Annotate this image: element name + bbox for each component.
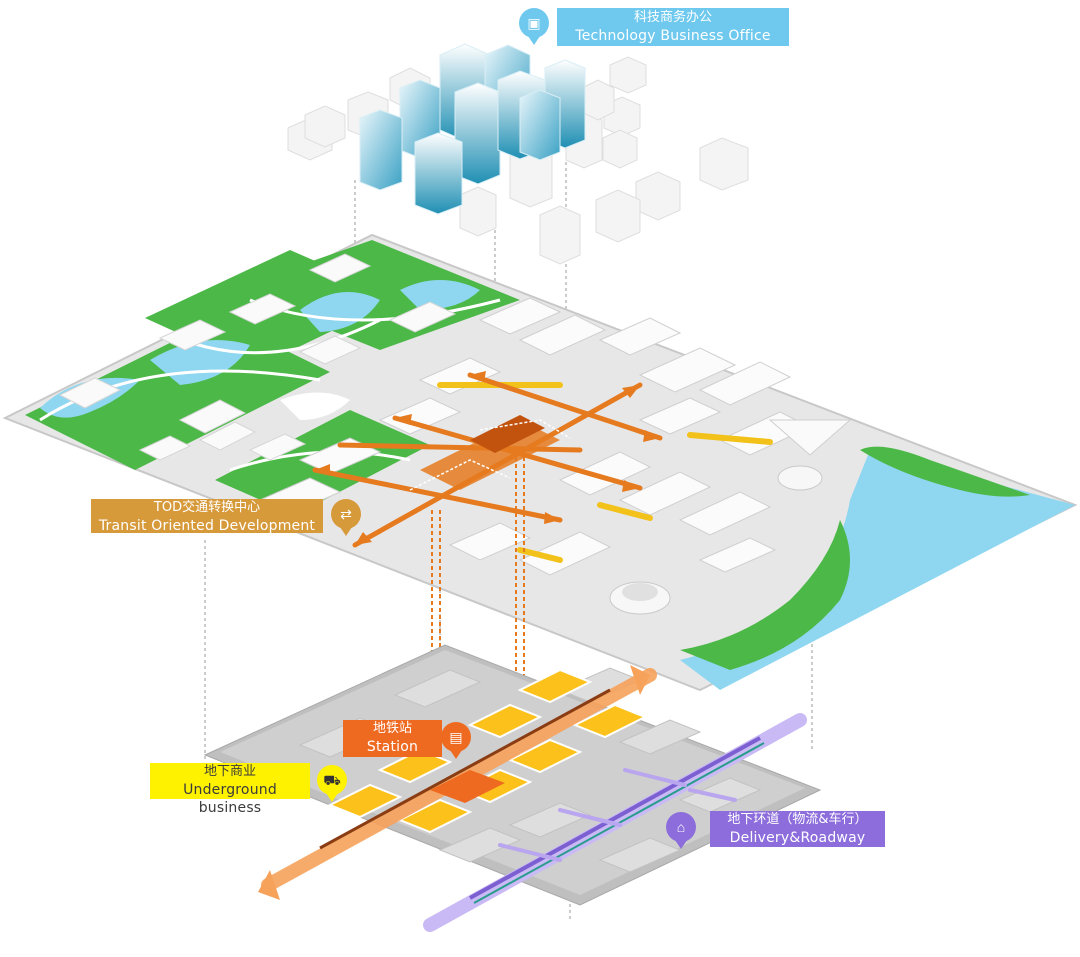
station-label-en: Station bbox=[343, 738, 442, 756]
transfer-icon: ⇄ bbox=[331, 499, 361, 529]
metro-train-icon: ▤ bbox=[441, 722, 471, 752]
office-towers bbox=[288, 44, 748, 264]
tunnel-car-icon: ⌂ bbox=[666, 812, 696, 842]
station-label-cn: 地铁站 bbox=[343, 720, 442, 738]
briefcase-icon: ▣ bbox=[519, 8, 549, 38]
tod-label: TOD交通转换中心 Transit Oriented Development bbox=[91, 499, 323, 533]
station-label: 地铁站 Station bbox=[343, 720, 442, 757]
office-label-en: Technology Business Office bbox=[557, 27, 789, 45]
roadway-label-en: Delivery&Roadway bbox=[710, 829, 885, 847]
underground-label: 地下商业 Underground business bbox=[150, 763, 310, 799]
underground-label-en: Underground business bbox=[150, 781, 310, 817]
tod-label-cn: TOD交通转换中心 bbox=[91, 499, 323, 517]
roadway-label: 地下环道（物流&车行） Delivery&Roadway bbox=[710, 811, 885, 847]
city-plan bbox=[5, 235, 1075, 690]
underground-label-cn: 地下商业 bbox=[150, 763, 310, 781]
roadway-label-cn: 地下环道（物流&车行） bbox=[710, 811, 885, 829]
office-label: 科技商务办公 Technology Business Office bbox=[557, 8, 789, 46]
shopping-cart-icon: ⛟ bbox=[317, 765, 347, 795]
tod-label-en: Transit Oriented Development bbox=[91, 517, 323, 535]
office-label-cn: 科技商务办公 bbox=[557, 9, 789, 27]
